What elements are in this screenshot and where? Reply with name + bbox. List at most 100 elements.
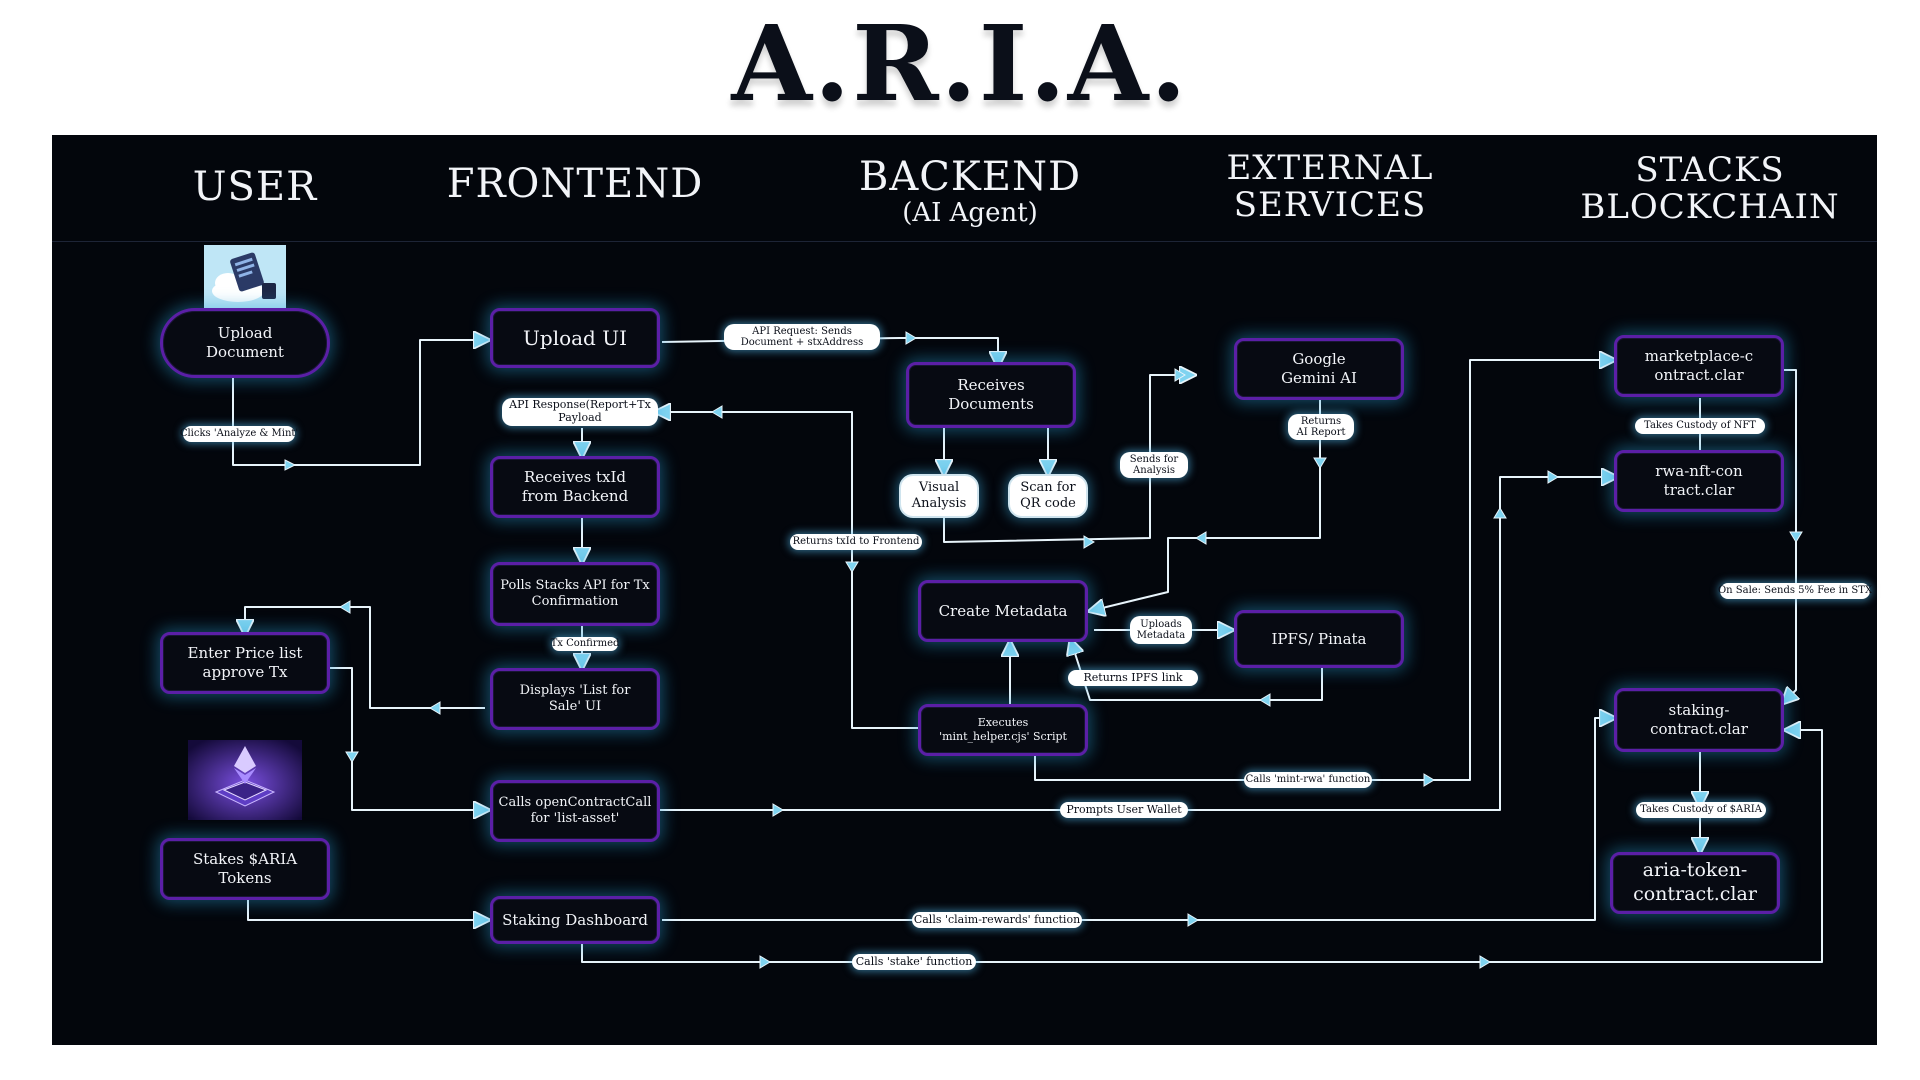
arrowhead-rwa-up <box>1493 507 1507 519</box>
label-on-sale-fee: On Sale: Sends 5% Fee in STX <box>1718 583 1872 599</box>
scan-qr-node: Scan for QR code <box>1008 474 1088 518</box>
create-metadata-node: Create Metadata <box>918 580 1088 642</box>
column-header-backend: BACKEND (AI Agent) <box>840 155 1100 228</box>
displays-list-text: Displays 'List for Sale' UI <box>519 682 631 714</box>
upload-ui-text: Upload UI <box>523 325 627 350</box>
stakes-aria-text: Stakes $ARIA Tokens <box>192 850 298 887</box>
token-illustration <box>188 740 302 820</box>
label-calls-mint-rwa: Calls 'mint-rwa' function <box>1244 772 1372 788</box>
column-title-stacks-2: BLOCKCHAIN <box>1580 187 1840 228</box>
page-title: A.R.I.A. <box>731 2 1189 125</box>
upload-document-node: Upload Document <box>160 308 330 378</box>
ipfs-pinata-node: IPFS/ Pinata <box>1234 610 1404 668</box>
staking-contract-node: staking-contract.clar <box>1614 688 1784 752</box>
displays-list-node: Displays 'List for Sale' UI <box>490 668 660 730</box>
cloud-document-upload-icon <box>204 245 286 309</box>
column-title-stacks-1: STACKS <box>1635 150 1785 190</box>
upload-illustration <box>204 245 286 309</box>
wire-marketplace-to-staking <box>1782 369 1796 700</box>
column-title-external-1: EXTERNAL <box>1226 148 1434 188</box>
arrowhead-price-up <box>339 600 351 614</box>
enter-price-node: Enter Price list approve Tx <box>160 632 330 694</box>
upload-document-text: Upload Document <box>206 324 284 361</box>
arrowhead-api-request <box>905 331 917 345</box>
visual-analysis-node: Visual Analysis <box>899 474 979 518</box>
wire-stakes-to-dashboard <box>247 900 484 920</box>
arrowhead-returns-txid <box>845 561 859 573</box>
wire-displays-to-price <box>245 606 485 709</box>
label-calls-stake: Calls 'stake' function <box>852 954 976 970</box>
label-sends-analysis: Sends for Analysis <box>1120 452 1188 478</box>
column-header-stacks: STACKS BLOCKCHAIN <box>1580 150 1840 228</box>
polls-stacks-text: Polls Stacks API for Tx Confirmation <box>500 577 650 609</box>
label-takes-custody-nft: Takes Custody of NFT <box>1635 418 1765 434</box>
stakes-aria-node: Stakes $ARIA Tokens <box>160 838 330 900</box>
wire-visual-to-gemini <box>943 375 1190 543</box>
google-gemini-text: Google Gemini AI <box>1281 350 1357 387</box>
google-gemini-node: Google Gemini AI <box>1234 338 1404 400</box>
arrowhead-price-down <box>345 751 359 763</box>
arrowhead-gemini-down <box>1313 457 1327 469</box>
column-title-backend: BACKEND <box>858 154 1082 200</box>
calls-opencontract-text: Calls openContractCall for 'list-asset' <box>498 794 652 826</box>
rwa-nft-contract-text: rwa-nft-contract.clar <box>1655 462 1743 499</box>
calls-opencontract-node: Calls openContractCall for 'list-asset' <box>490 780 660 842</box>
aria-token-contract-node: aria-token-contract.clar <box>1610 852 1780 914</box>
arrowhead-upload <box>284 459 297 471</box>
label-api-response: API Response(Report+Tx Payload <box>502 398 658 426</box>
receives-txid-text: Receives txId from Backend <box>521 468 629 505</box>
staking-dashboard-node: Staking Dashboard <box>490 896 660 944</box>
wire-gemini-to-metadata <box>1094 400 1321 610</box>
column-title-user: USER <box>192 164 318 210</box>
wire-dashboard-claim <box>662 718 1610 921</box>
arrowhead-rwa-right <box>1547 470 1559 484</box>
label-calls-claim-rewards: Calls 'claim-rewards' function <box>912 912 1082 928</box>
column-subtitle-backend: (AI Agent) <box>902 198 1038 228</box>
create-metadata-text: Create Metadata <box>938 601 1068 620</box>
rwa-nft-contract-node: rwa-nft-contract.clar <box>1614 450 1784 512</box>
label-api-request: API Request: Sends Document + stxAddress <box>724 324 880 350</box>
column-header-frontend: FRONTEND <box>445 162 705 206</box>
label-returns-txid: Returns txId to Frontend <box>790 534 922 550</box>
ipfs-pinata-text: IPFS/ Pinata <box>1271 629 1367 648</box>
label-prompts-wallet: Prompts User Wallet <box>1060 802 1188 818</box>
arrowhead-gemini <box>1195 531 1207 545</box>
column-title-frontend: FRONTEND <box>446 161 704 207</box>
arrowhead-stake-left <box>759 955 771 969</box>
staking-dashboard-text: Staking Dashboard <box>502 910 648 929</box>
column-header-user: USER <box>155 165 355 209</box>
wire-dashboard-stake <box>581 730 1823 963</box>
visual-analysis-text: Visual Analysis <box>911 479 967 511</box>
arrowhead-fee-down <box>1789 531 1803 543</box>
polls-stacks-node: Polls Stacks API for Tx Confirmation <box>490 562 660 626</box>
column-header-external: EXTERNAL SERVICES <box>1200 148 1460 226</box>
aria-token-contract-text: aria-token-contract.clar <box>1633 859 1757 905</box>
enter-price-text: Enter Price list approve Tx <box>187 644 303 681</box>
arrowhead-displays <box>429 701 441 715</box>
label-returns-ipfs: Returns IPFS link <box>1068 670 1198 686</box>
executes-script-text: Executes 'mint_helper.cjs' Script <box>939 716 1067 743</box>
arrowhead-mint-rwa <box>1423 773 1435 787</box>
label-tx-confirmed: Tx Confirmed <box>550 637 620 651</box>
wire-script-to-marketplace <box>1034 360 1610 781</box>
upload-ui-node: Upload UI <box>490 308 660 368</box>
arrowhead-sends-analysis <box>1174 368 1186 382</box>
arrowhead-stake-right <box>1479 955 1491 969</box>
label-takes-custody-aria: Takes Custody of $ARIA <box>1636 802 1766 818</box>
executes-script-node: Executes 'mint_helper.cjs' Script <box>918 704 1088 756</box>
receives-txid-node: Receives txId from Backend <box>490 456 660 518</box>
arrowhead-ipfs-back <box>1259 693 1271 707</box>
label-returns-ai-report: Returns AI Report <box>1288 414 1354 440</box>
receives-documents-node: Receives Documents <box>906 362 1076 428</box>
label-clicks-analyze: Clicks 'Analyze & Mint' <box>180 426 298 442</box>
header-divider <box>52 241 1877 242</box>
receives-documents-text: Receives Documents <box>948 376 1034 413</box>
arrowhead-api-response <box>711 405 723 419</box>
arrowhead-opencontract <box>772 803 784 817</box>
arrowhead-claim <box>1187 913 1199 927</box>
wire-response-to-frontend <box>660 412 920 729</box>
column-title-external-2: SERVICES <box>1233 185 1427 226</box>
ethereum-token-chip-icon <box>188 740 302 820</box>
marketplace-contract-text: marketplace-contract.clar <box>1644 347 1754 384</box>
scan-qr-text: Scan for QR code <box>1020 479 1076 511</box>
